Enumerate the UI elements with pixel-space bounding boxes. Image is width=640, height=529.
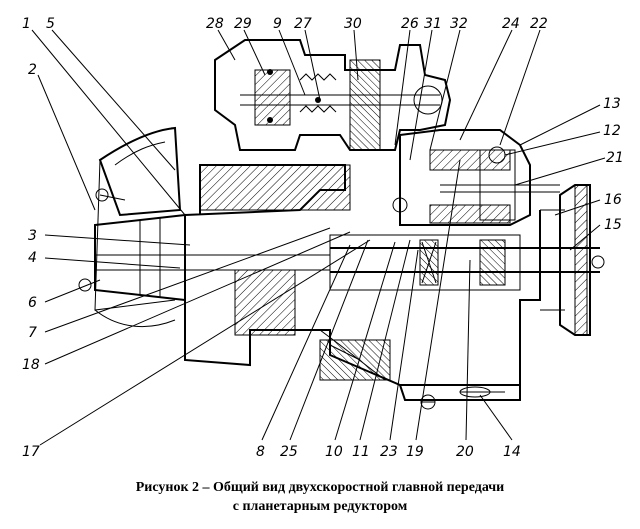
label-22: 22 [530,16,548,32]
label-12: 12 [603,123,621,139]
leader-lines [31,29,606,446]
label-16: 16 [604,192,622,208]
figure-caption: Рисунок 2 – Общий вид двухскоростной гла… [0,478,640,516]
callout-labels: 1 5 28 29 9 27 30 26 31 32 24 22 2 13 12… [22,16,624,460]
label-1: 1 [22,16,31,32]
label-2: 2 [28,62,37,78]
output-flange [330,184,605,336]
label-7: 7 [28,325,37,341]
label-9: 9 [273,16,282,32]
label-23: 23 [380,444,398,460]
label-13: 13 [603,96,621,112]
label-19: 19 [406,444,424,460]
planetary-reducer [329,129,560,291]
label-31: 31 [424,16,442,32]
label-27: 27 [294,16,312,32]
pinion-shaft [94,213,330,302]
label-21: 21 [606,150,624,166]
label-5: 5 [46,16,55,32]
label-8: 8 [256,444,265,460]
crown-gear [78,126,182,328]
bottom-cover [399,384,521,410]
caption-line-1: Рисунок 2 – Общий вид двухскоростной гла… [135,480,505,495]
label-28: 28 [206,16,224,32]
label-15: 15 [604,217,622,233]
label-4: 4 [28,250,37,266]
label-11: 11 [352,444,370,460]
label-32: 32 [450,16,468,32]
label-30: 30 [344,16,362,32]
label-26: 26 [401,16,419,32]
label-17: 17 [22,444,40,460]
label-10: 10 [325,444,343,460]
label-25: 25 [280,444,298,460]
main-housing [184,164,541,386]
label-29: 29 [234,16,252,32]
label-14: 14 [503,444,521,460]
label-18: 18 [22,357,40,373]
shift-mechanism [214,39,452,151]
caption-line-2: с планетарным редуктором [232,499,408,514]
label-6: 6 [28,295,37,311]
label-24: 24 [502,16,520,32]
label-20: 20 [456,444,474,460]
label-3: 3 [28,228,37,244]
gearbox-drawing: 1 5 28 29 9 27 30 26 31 32 24 22 2 13 12… [22,16,624,460]
